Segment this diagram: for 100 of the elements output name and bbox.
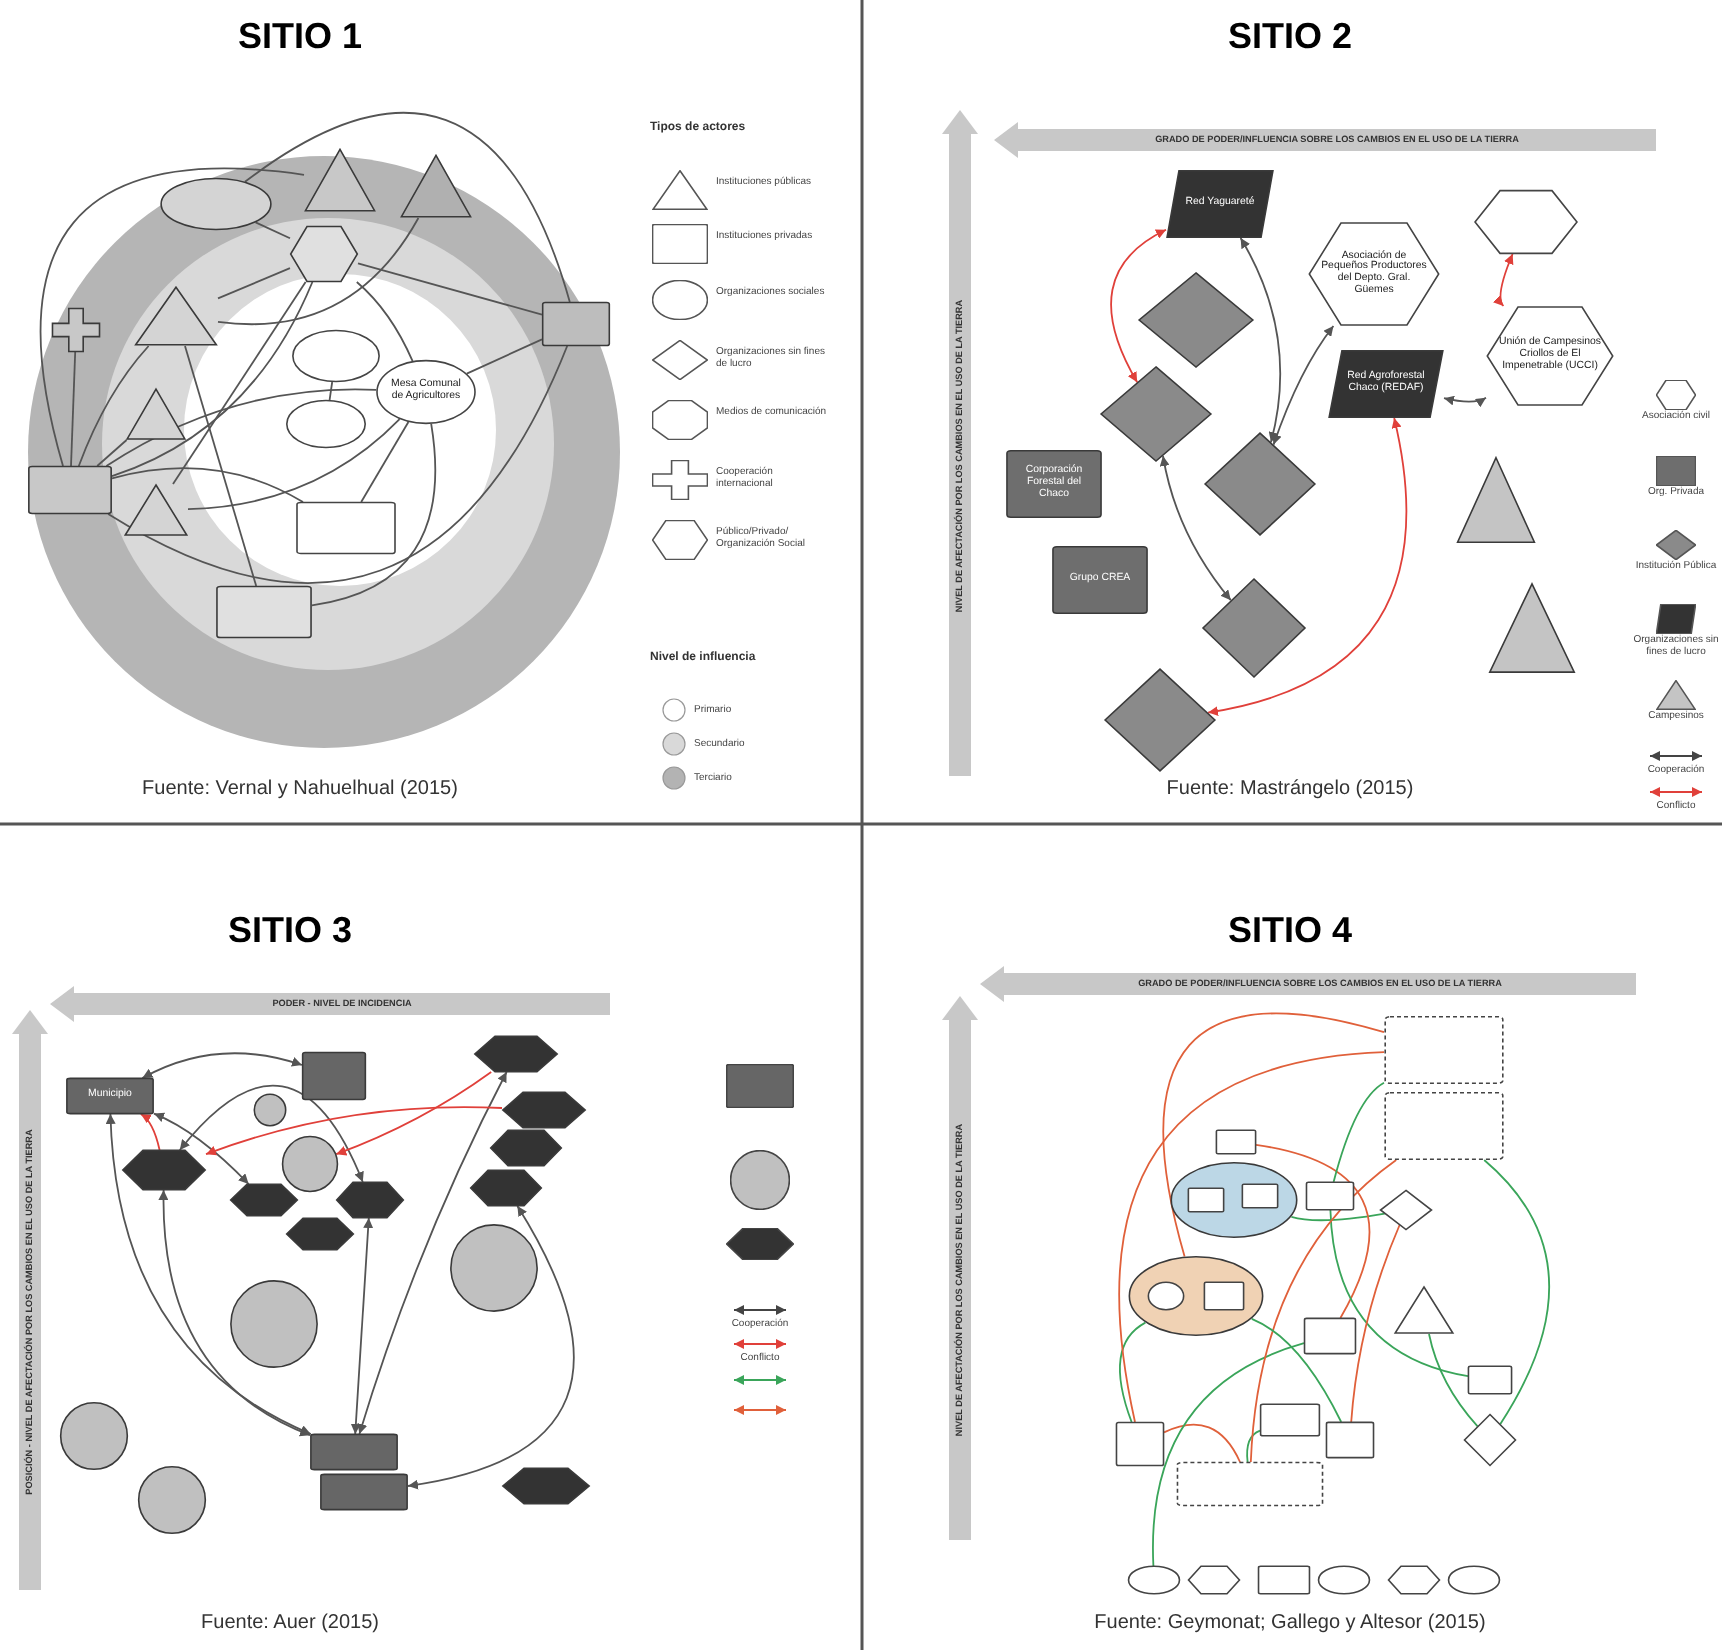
actor-box <box>1216 1130 1256 1154</box>
relation-line <box>1119 1321 1147 1423</box>
actor-box <box>1384 1092 1504 1160</box>
relation-line <box>1249 1159 1398 1463</box>
relation-line <box>254 221 291 240</box>
actor-box <box>28 466 112 514</box>
actor-box <box>1304 1318 1356 1354</box>
actor-diamond <box>1202 578 1306 678</box>
relation-line <box>141 1052 303 1079</box>
relation-line <box>357 1071 508 1435</box>
panel-title: SITIO 3 <box>228 910 352 952</box>
relation-line <box>77 345 150 467</box>
actor-triangle <box>400 154 472 218</box>
actor-group-outline <box>1170 1162 1298 1238</box>
relation-line <box>1110 228 1167 384</box>
relation-line <box>107 345 569 584</box>
actor-triangle <box>1456 456 1536 544</box>
actor-hexagon <box>336 1182 404 1218</box>
relation-line <box>1162 1012 1385 1258</box>
relation-line <box>1163 1423 1241 1463</box>
relation-line <box>1246 1429 1261 1463</box>
relation-line <box>1207 417 1407 716</box>
actor-box <box>542 302 610 346</box>
relation-line <box>158 1189 311 1437</box>
actor-diamond <box>1104 668 1216 772</box>
relation-line <box>1493 253 1514 307</box>
relation-line <box>1290 1212 1386 1222</box>
relation-line <box>178 1085 364 1183</box>
relation-line <box>184 345 258 587</box>
actor-parallelogram <box>1328 350 1444 418</box>
relation-line <box>111 467 304 503</box>
actor-ellipse <box>376 360 476 424</box>
actor-hexagon <box>502 1468 590 1504</box>
actor-hexagon <box>1474 190 1578 254</box>
actor-box <box>1306 1182 1354 1210</box>
relation-line <box>1250 1317 1343 1423</box>
source-note: Fuente: Geymonat; Gallego y Altesor (2015) <box>1094 1612 1486 1634</box>
actor-triangle <box>1488 582 1576 674</box>
actor-ellipse <box>1448 1566 1500 1594</box>
actor-circle <box>230 1280 318 1368</box>
actor-parallelogram <box>1166 170 1274 238</box>
actor-ellipse <box>1128 1566 1180 1594</box>
actor-hexagon <box>474 1036 558 1072</box>
relation-line <box>105 388 378 467</box>
actor-diamond <box>1204 432 1316 536</box>
actor-hexagon <box>1308 222 1440 326</box>
relation-line <box>153 1112 250 1185</box>
actor-diamond <box>1138 272 1254 368</box>
panel-title: SITIO 2 <box>1228 16 1352 58</box>
relation-line <box>244 112 571 303</box>
actor-ellipse <box>1318 1566 1370 1594</box>
actor-box <box>66 1078 154 1114</box>
actor-hexagon <box>1388 1566 1440 1594</box>
relation-line <box>407 1205 575 1490</box>
actor-box <box>216 586 312 638</box>
actor-box <box>296 502 396 554</box>
relation-line <box>96 439 128 467</box>
panel-title: SITIO 1 <box>238 16 362 58</box>
relation-line <box>172 281 307 485</box>
relation-line <box>217 217 420 325</box>
relation-line <box>39 168 305 467</box>
actor-triangle <box>134 286 218 346</box>
actor-circle <box>282 1136 338 1192</box>
actor-hexagon <box>502 1092 586 1128</box>
actor-box <box>1006 450 1102 518</box>
actor-box <box>1052 546 1148 614</box>
relation-line <box>357 262 543 316</box>
actor-circle <box>60 1402 128 1470</box>
actor-hexagon <box>230 1184 298 1216</box>
actor-circle <box>254 1094 286 1126</box>
panel-title: SITIO 4 <box>1228 910 1352 952</box>
relation-line <box>335 1071 493 1156</box>
actor-box <box>1116 1422 1164 1466</box>
relation-line <box>217 267 291 300</box>
relation-line <box>1118 1051 1385 1423</box>
relation-line <box>187 418 401 511</box>
actor-box <box>1384 1016 1504 1084</box>
relation-line <box>311 422 437 607</box>
relation-line <box>1329 1209 1469 1378</box>
actor-box <box>1258 1566 1310 1594</box>
source-note: Fuente: Vernal y Nahuelhual (2015) <box>142 778 458 800</box>
source-note: Fuente: Auer (2015) <box>201 1612 379 1634</box>
actor-triangle <box>124 484 188 536</box>
actor-triangle <box>304 148 376 212</box>
actor-hexagon <box>490 1130 562 1166</box>
relation-line <box>360 421 410 503</box>
actor-circle <box>138 1466 206 1534</box>
actor-ellipse <box>292 330 380 382</box>
actor-diamond <box>1464 1414 1516 1466</box>
actor-cross <box>52 308 100 352</box>
actor-diamond <box>1380 1190 1432 1230</box>
relation-line <box>355 281 414 363</box>
actor-group-outline <box>1128 1256 1264 1336</box>
relation-line <box>350 1217 374 1435</box>
actor-ellipse <box>1148 1282 1184 1310</box>
actor-ellipse <box>160 178 272 230</box>
relation-line <box>111 281 314 478</box>
actor-hexagon <box>1188 1566 1240 1594</box>
actor-box <box>310 1434 398 1470</box>
actor-diamond <box>1100 366 1212 462</box>
